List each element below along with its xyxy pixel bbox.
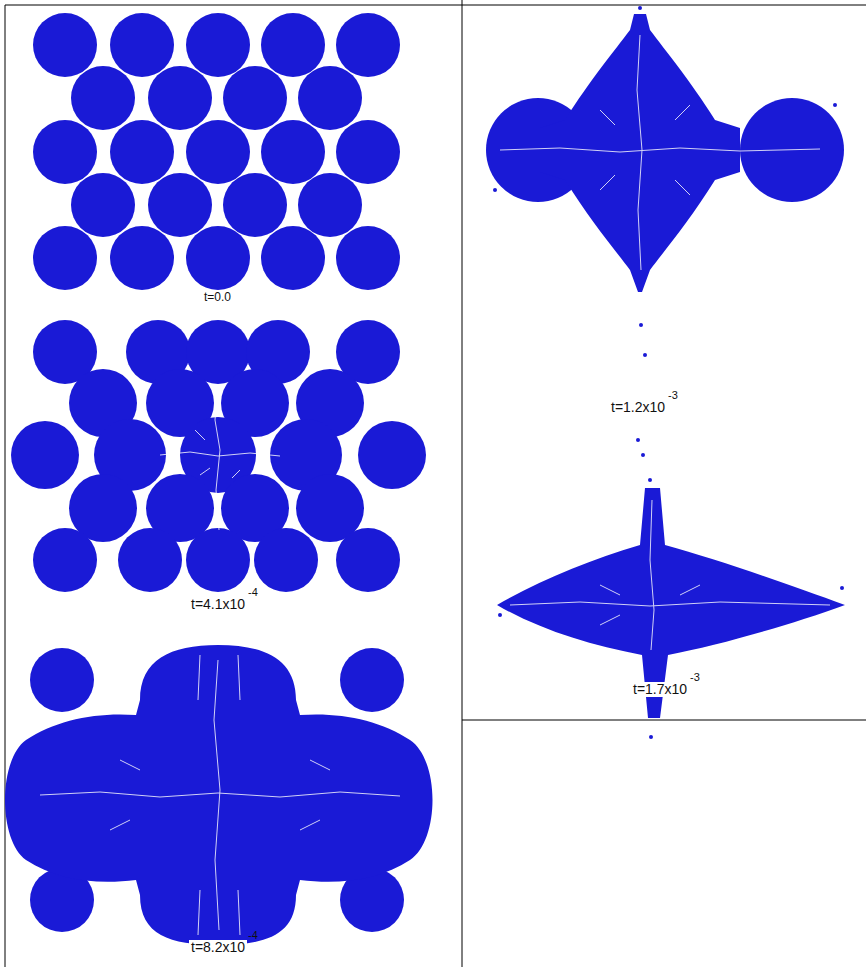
- droplets-t4: [497, 478, 845, 739]
- droplets-t3: [486, 6, 844, 457]
- time-label: t=1.7x10: [631, 682, 689, 697]
- time-label: t=4.1x10: [189, 597, 247, 612]
- droplets-t0: [33, 13, 400, 290]
- droplets-t2: [5, 645, 433, 945]
- time-label: t=0.0: [202, 291, 233, 304]
- time-label: t=1.2x10: [609, 400, 667, 415]
- time-exponent: -4: [246, 929, 260, 941]
- time-label: t=8.2x10: [189, 940, 247, 955]
- time-exponent: -3: [688, 671, 702, 683]
- droplets-t1: [11, 320, 426, 592]
- crack-lines-t4: [510, 500, 830, 650]
- crack-lines-t3: [500, 35, 820, 270]
- crack-lines-t2: [40, 655, 400, 935]
- time-exponent: -3: [666, 389, 680, 401]
- crack-lines-t1: [160, 385, 280, 530]
- time-exponent: -4: [246, 586, 260, 598]
- panel-frame: [5, 0, 866, 967]
